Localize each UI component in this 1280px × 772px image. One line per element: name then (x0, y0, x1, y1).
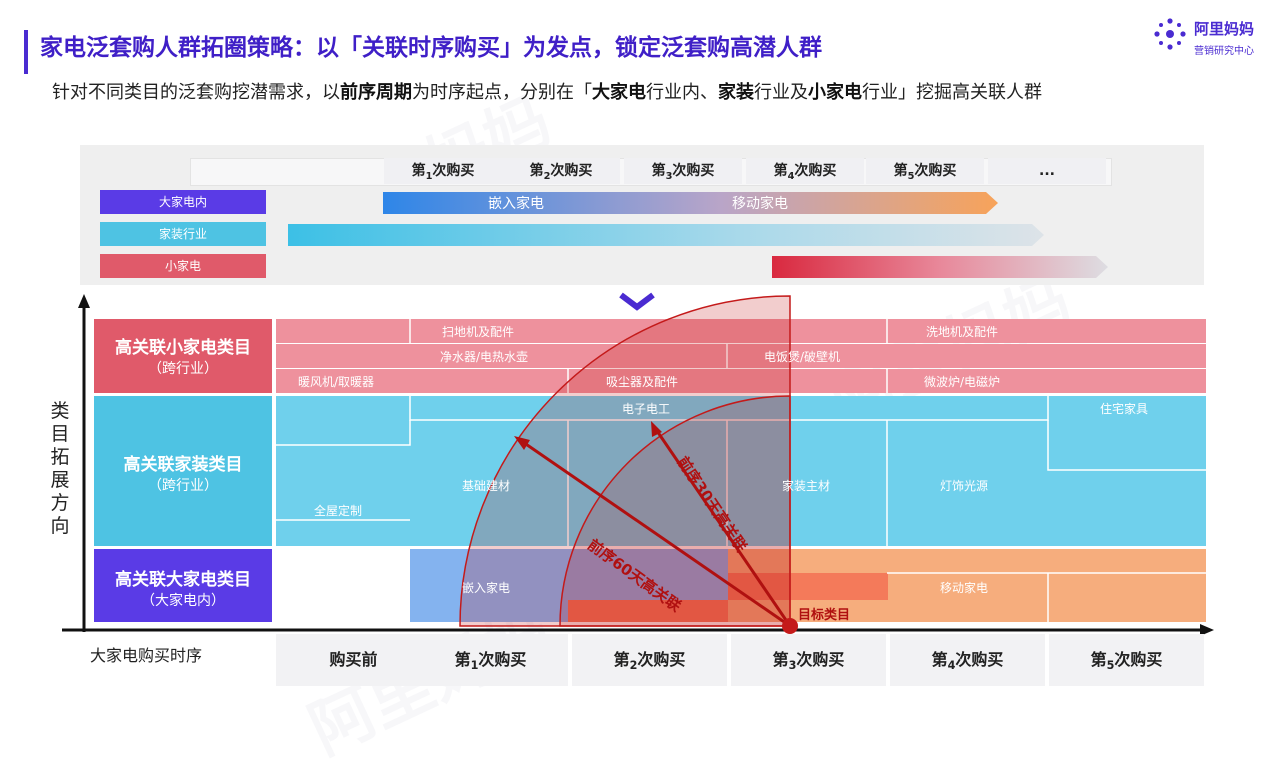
subtitle-part: 针对不同类目的泛套购挖潜需求，以 (52, 82, 340, 103)
arrow-label-embedded: 嵌入家电 (488, 196, 544, 212)
target-dot (782, 618, 798, 634)
x-tick-label: 第3次购买 (731, 634, 886, 686)
cell-purifier (276, 344, 1206, 368)
x-tick-label: 购买前 (276, 634, 431, 686)
cell-text-custom: 全屋定制 (314, 504, 363, 518)
y-axis-label-char: 拓 (50, 446, 70, 468)
cell-text-main: 家装主材 (782, 479, 831, 493)
home-arrow (288, 224, 1044, 246)
x-tick-label: 第4次购买 (890, 634, 1045, 686)
x-tick-label: 第1次购买 (413, 634, 568, 686)
subtitle-part: 大家电 (592, 82, 646, 103)
y-axis-label-char: 方 (50, 492, 70, 514)
x-tick-label: 第5次购买 (1049, 634, 1204, 686)
arc-30-days (559, 395, 791, 627)
subtitle-part: 行业」挖掘高关联人群 (862, 82, 1042, 103)
cell-home-area (276, 396, 1206, 546)
arc-60-days (459, 295, 791, 627)
subtitle-part: 行业及 (754, 82, 808, 103)
major-arrow (383, 192, 998, 214)
cell-text-furniture: 住宅家具 (1100, 402, 1149, 416)
row-head-major: 高关联大家电类目（大家电内） (94, 549, 272, 622)
target-label: 目标类目 (798, 608, 851, 623)
subtitle-part: 为时序起点，分别在「 (412, 82, 592, 103)
page-subtitle: 针对不同类目的泛套购挖潜需求，以前序周期为时序起点，分别在「大家电行业内、家装行… (52, 80, 1182, 105)
purchase-column-header: 第5次购买 (866, 158, 984, 184)
cell-text-microwave: 微波炉/电磁炉 (924, 375, 1001, 389)
subtitle-part: 前序周期 (340, 82, 412, 103)
y-axis-label-char: 展 (50, 469, 70, 491)
cell-text-building: 基础建材 (462, 479, 511, 493)
purchase-column-header: 第4次购买 (746, 158, 864, 184)
title-accent-bar (24, 30, 28, 74)
subtitle-part: 家装 (718, 82, 754, 103)
cell-text-mobile: 移动家电 (940, 581, 989, 595)
small-arrow (772, 256, 1108, 278)
cell-text-embedded: 嵌入家电 (462, 581, 511, 595)
category-label-small: 小家电 (100, 254, 266, 278)
logo-name: 阿里妈妈 (1194, 20, 1255, 38)
purchase-column-header: 第1次购买 (384, 158, 502, 184)
chevron-down-icon (619, 292, 655, 311)
y-axis-label-char: 目 (50, 423, 70, 445)
cell-text-purifier: 净水器/电热水壶 (440, 350, 529, 364)
y-axis-label-char: 类 (50, 400, 70, 422)
cell-sweeper (276, 319, 1206, 343)
logo-icon (1154, 18, 1186, 50)
subtitle-part: 行业内、 (646, 82, 718, 103)
sequence-arrows (288, 192, 1108, 278)
cell-text-vacuum: 吸尘器及配件 (606, 375, 679, 389)
category-label-major: 大家电内 (100, 190, 266, 214)
purchase-column-header: ... (988, 158, 1106, 184)
cell-text-cooker: 电饭煲/破壁机 (764, 350, 841, 364)
cell-text-electrical: 电子电工 (622, 402, 671, 416)
y-axis-label: 类目拓展方向 (48, 400, 72, 538)
cell-text-sweeper: 扫地机及配件 (442, 325, 515, 339)
page-title: 家电泛套购人群拓圈策略：以「关联时序购买」为发点，锁定泛套购高潜人群 (40, 35, 822, 61)
row-head-small: 高关联小家电类目（跨行业） (94, 319, 272, 393)
cell-heater (276, 369, 1206, 393)
y-axis-label-char: 向 (50, 515, 70, 537)
purchase-column-header: 第2次购买 (502, 158, 620, 184)
cell-text-heater: 暖风机/取暖器 (298, 375, 375, 389)
cell-text-washer: 洗地机及配件 (926, 325, 999, 339)
relation-grid (62, 294, 1214, 636)
cell-text-lighting: 灯饰光源 (940, 479, 989, 493)
x-axis-label: 大家电购买时序 (90, 646, 203, 665)
row-head-home: 高关联家装类目（跨行业） (94, 396, 272, 546)
arrow-label-mobile: 移动家电 (732, 196, 788, 212)
x-tick-label: 第2次购买 (572, 634, 727, 686)
category-label-home: 家装行业 (100, 222, 266, 246)
subtitle-part: 小家电 (808, 82, 862, 103)
logo-subtitle: 营销研究中心 (1194, 46, 1254, 57)
purchase-column-header: 第3次购买 (624, 158, 742, 184)
